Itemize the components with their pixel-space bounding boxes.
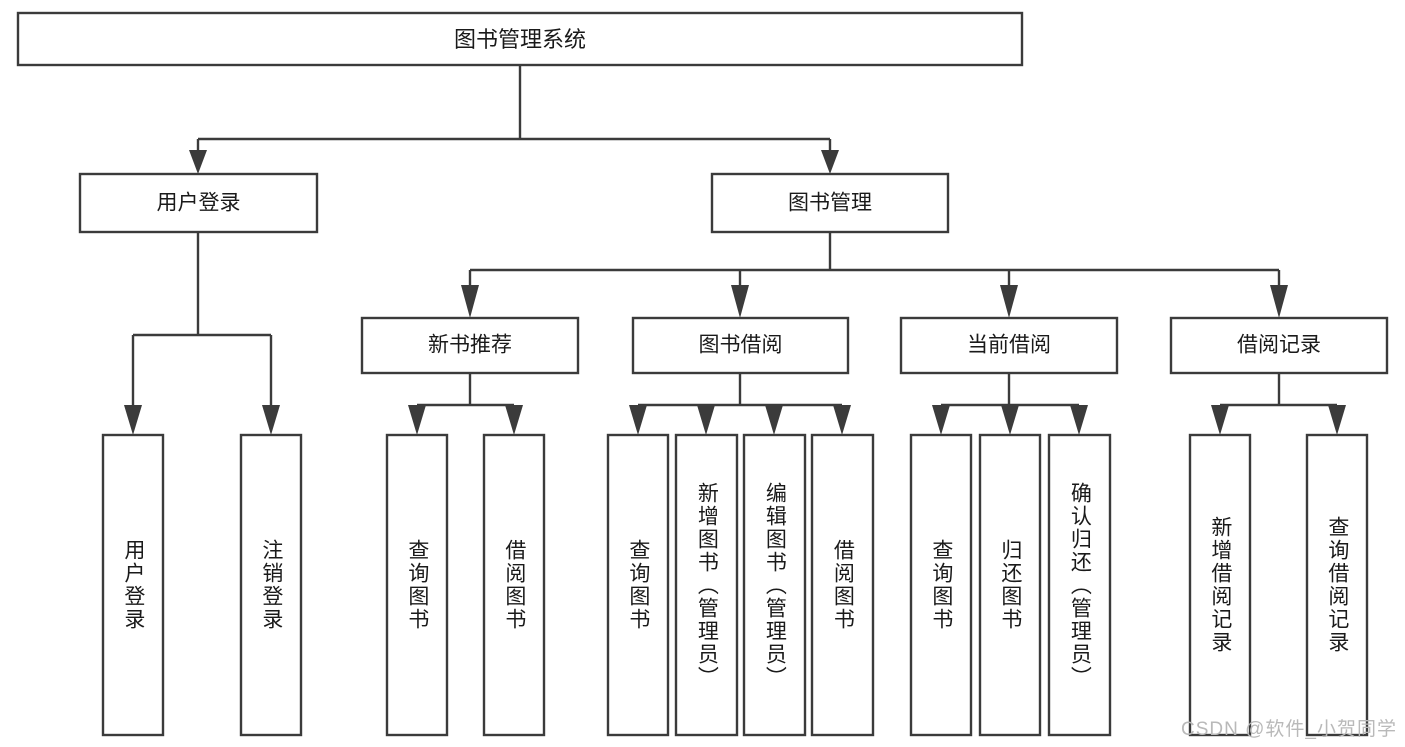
node-new-book-rec[interactable] — [360, 316, 580, 375]
arrow-to-leaf-query-book-2 — [629, 405, 647, 435]
node-leaf-user-login[interactable] — [101, 433, 165, 737]
node-leaf-edit-book[interactable] — [742, 433, 807, 737]
node-leaf-query-book-1[interactable] — [385, 433, 449, 737]
node-leaf-borrow-book-1[interactable] — [482, 433, 546, 737]
node-book-borrow-label: 图书借阅 — [699, 334, 783, 357]
arrow-to-leaf-logout — [262, 405, 280, 435]
arrow-to-book-borrow — [731, 285, 749, 318]
node-leaf-logout[interactable] — [239, 433, 303, 737]
node-root[interactable] — [16, 11, 1024, 67]
arrow-to-leaf-user-login — [124, 405, 142, 435]
node-current-borrow[interactable] — [899, 316, 1119, 375]
node-user-login[interactable] — [78, 172, 319, 234]
node-borrow-record[interactable] — [1169, 316, 1389, 375]
node-current-borrow-label: 当前借阅 — [967, 334, 1051, 357]
node-leaf-query-record[interactable] — [1305, 433, 1369, 737]
arrow-to-leaf-query-book-1 — [408, 405, 426, 435]
node-leaf-query-book-3[interactable] — [909, 433, 973, 737]
arrow-to-leaf-borrow-book-2 — [833, 405, 851, 435]
node-book-borrow[interactable] — [631, 316, 850, 375]
arrow-to-leaf-query-record — [1328, 405, 1346, 435]
arrow-to-current-borrow — [1000, 285, 1018, 318]
arrow-to-leaf-add-record — [1211, 405, 1229, 435]
arrow-to-new-book-rec — [461, 285, 479, 318]
arrow-to-leaf-borrow-book-1 — [505, 405, 523, 435]
node-leaf-confirm-return[interactable] — [1047, 433, 1112, 737]
arrow-to-user-login — [189, 150, 207, 174]
node-leaf-return-book[interactable] — [978, 433, 1042, 737]
node-leaf-add-record[interactable] — [1188, 433, 1252, 737]
node-user-login-label: 用户登录 — [157, 192, 241, 215]
arrow-to-leaf-confirm-return — [1070, 405, 1088, 435]
node-book-manage[interactable] — [710, 172, 950, 234]
node-leaf-query-book-2[interactable] — [606, 433, 670, 737]
arrow-to-leaf-return-book — [1001, 405, 1019, 435]
arrow-to-leaf-add-book — [697, 405, 715, 435]
arrow-to-leaf-query-book-3 — [932, 405, 950, 435]
nodes-layer: 图书管理系统 用户登录 图书管理 新书推荐 图书借阅 当前借阅 借阅记录 — [16, 11, 1389, 737]
node-new-book-rec-label: 新书推荐 — [428, 334, 512, 357]
csdn-watermark: CSDN @软件_小贺同学 — [1181, 719, 1397, 740]
node-leaf-borrow-book-2[interactable] — [810, 433, 875, 737]
edges-layer — [124, 65, 1346, 435]
node-leaf-add-book[interactable] — [674, 433, 739, 737]
node-root-label: 图书管理系统 — [454, 27, 586, 52]
arrow-to-leaf-edit-book — [765, 405, 783, 435]
arrow-to-borrow-record — [1270, 285, 1288, 318]
arrow-to-book-manage — [821, 150, 839, 174]
node-borrow-record-label: 借阅记录 — [1237, 334, 1321, 357]
node-book-manage-label: 图书管理 — [788, 192, 872, 215]
